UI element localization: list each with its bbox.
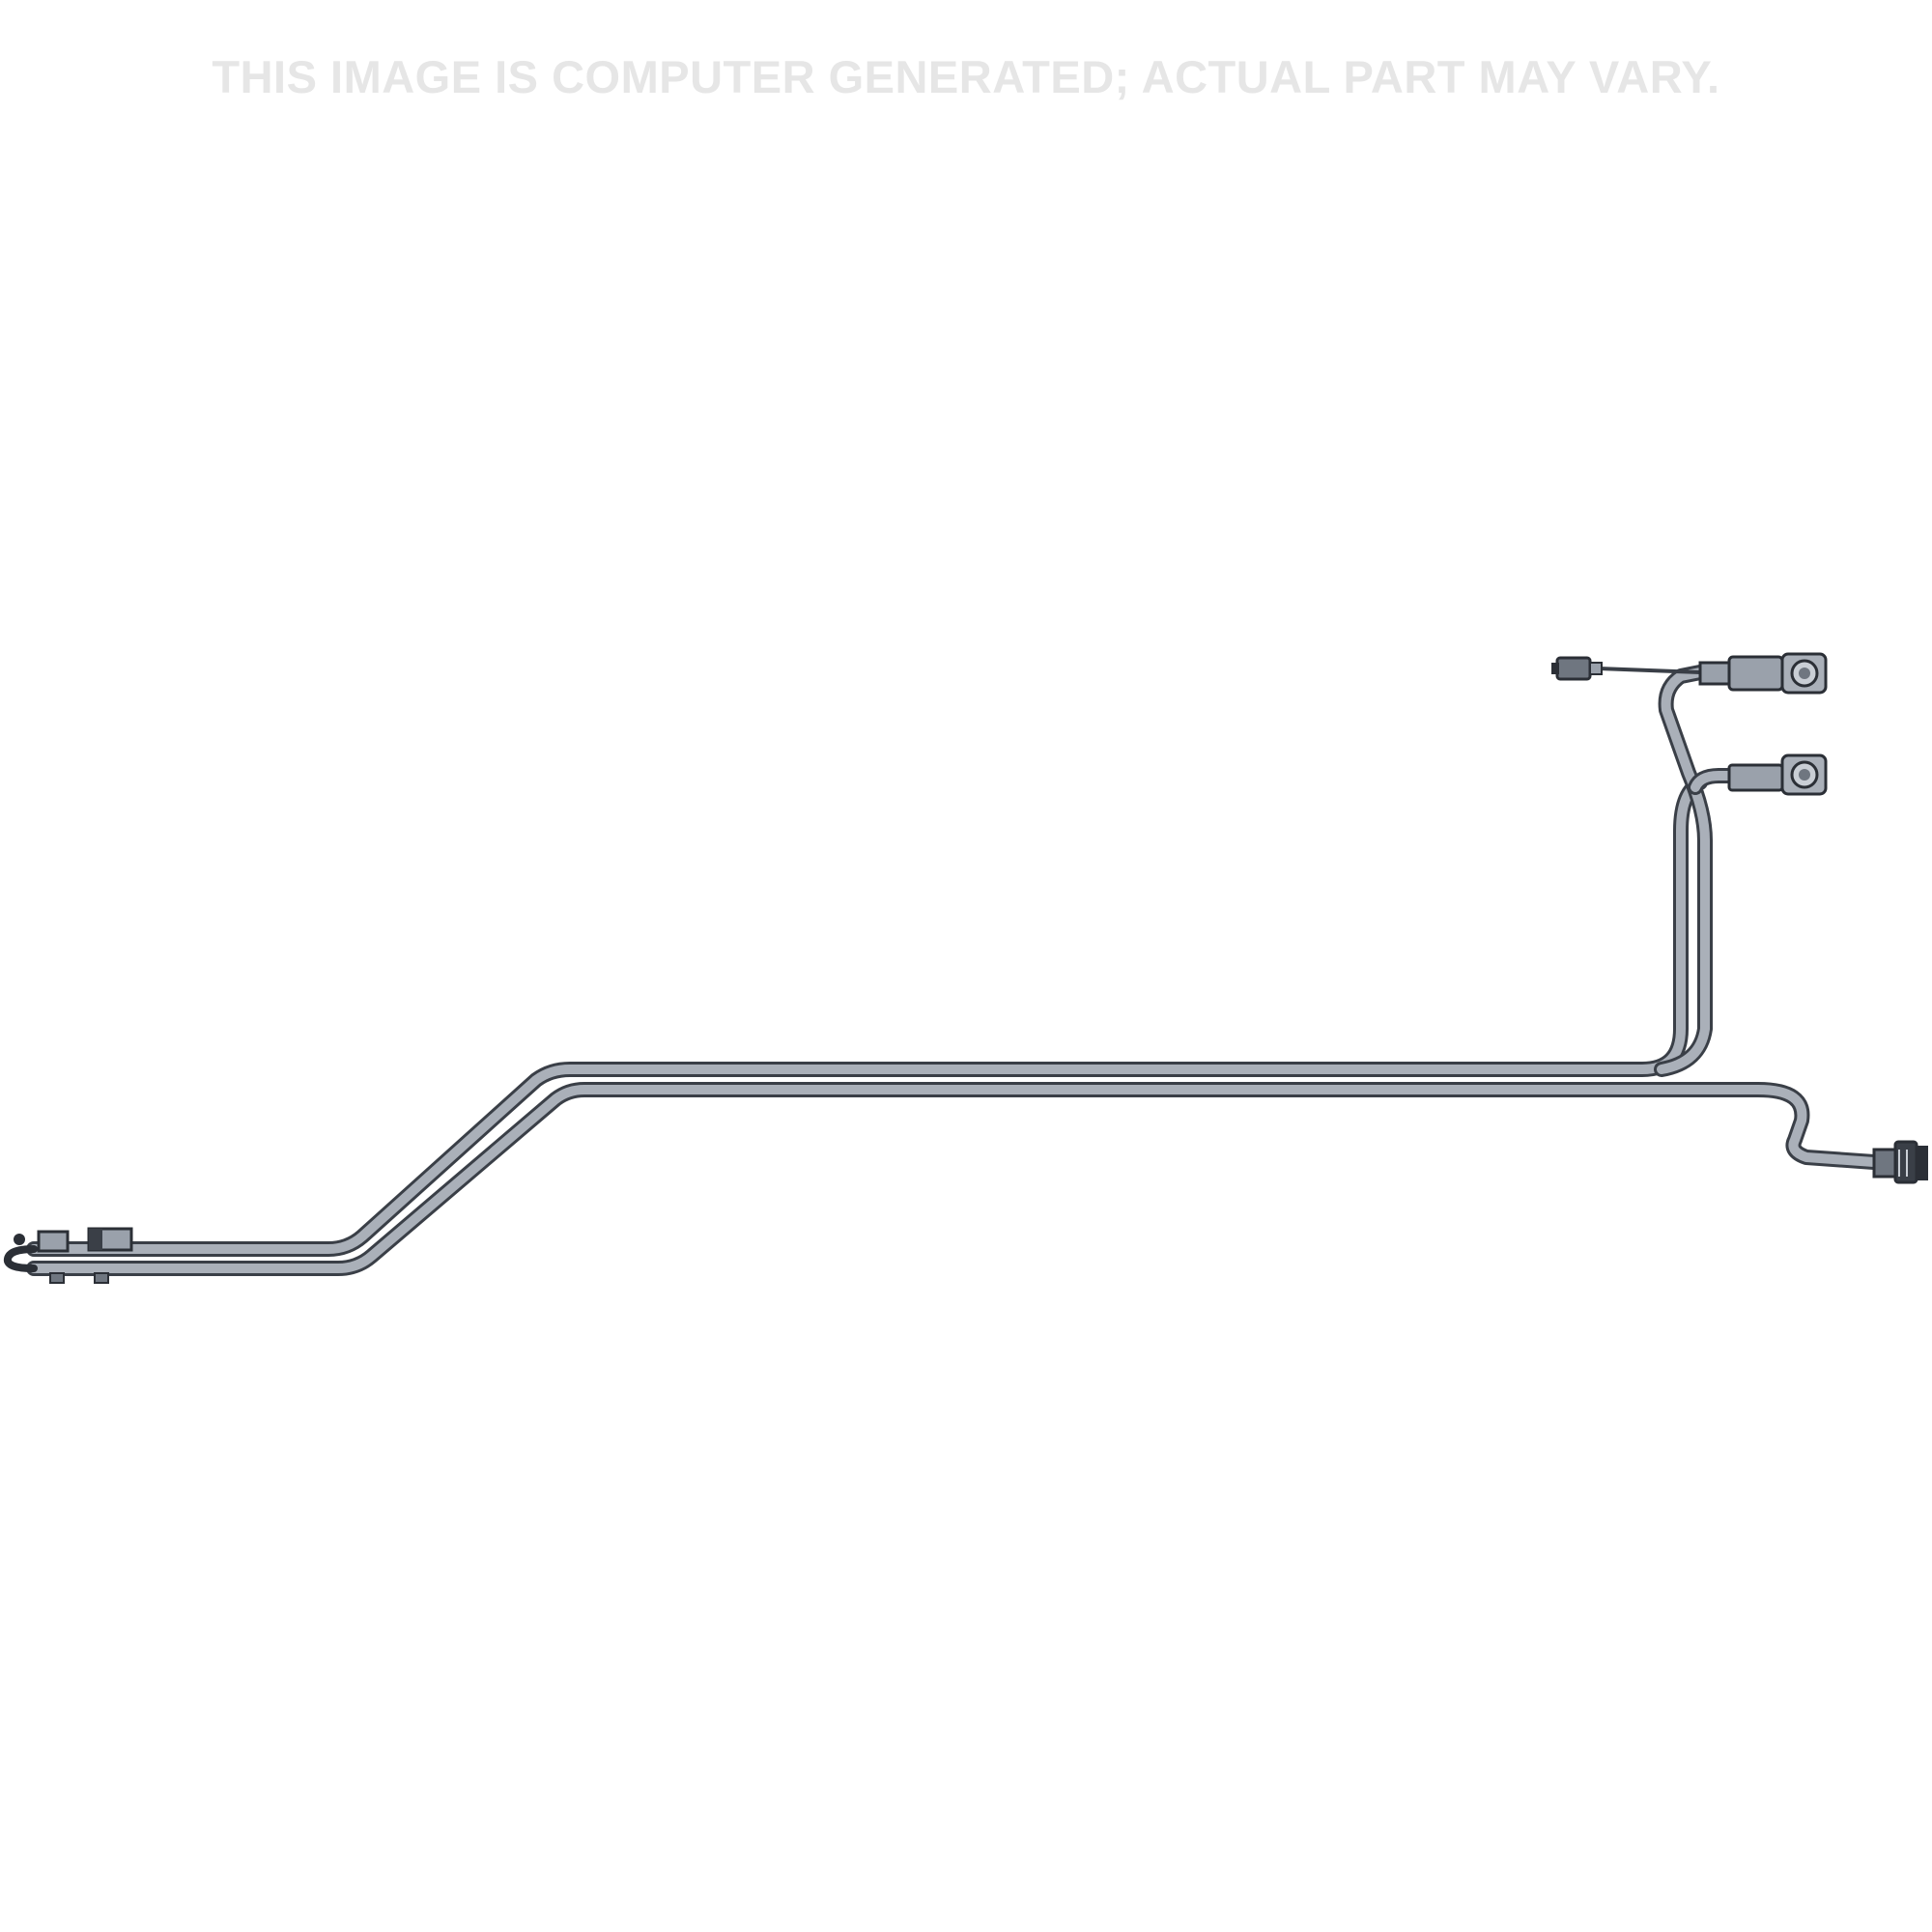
top-round-connector-icon — [1698, 652, 1828, 695]
left-end-clip-icon — [37, 1227, 133, 1284]
main-trunk-lower — [26, 1082, 1882, 1276]
disclaimer-watermark: THIS IMAGE IS COMPUTER GENERATED; ACTUAL… — [212, 51, 1720, 102]
main-trunk-upper — [26, 775, 1708, 1257]
right-end-connector-icon — [1872, 1140, 1928, 1184]
left-end-plug-icon — [3, 1234, 38, 1272]
small-connector-icon — [1551, 656, 1603, 681]
riser-branch — [1654, 665, 1713, 1077]
thin-wire — [1598, 667, 1701, 674]
mid-connector-branch — [1688, 768, 1747, 795]
middle-round-connector-icon — [1727, 753, 1828, 796]
